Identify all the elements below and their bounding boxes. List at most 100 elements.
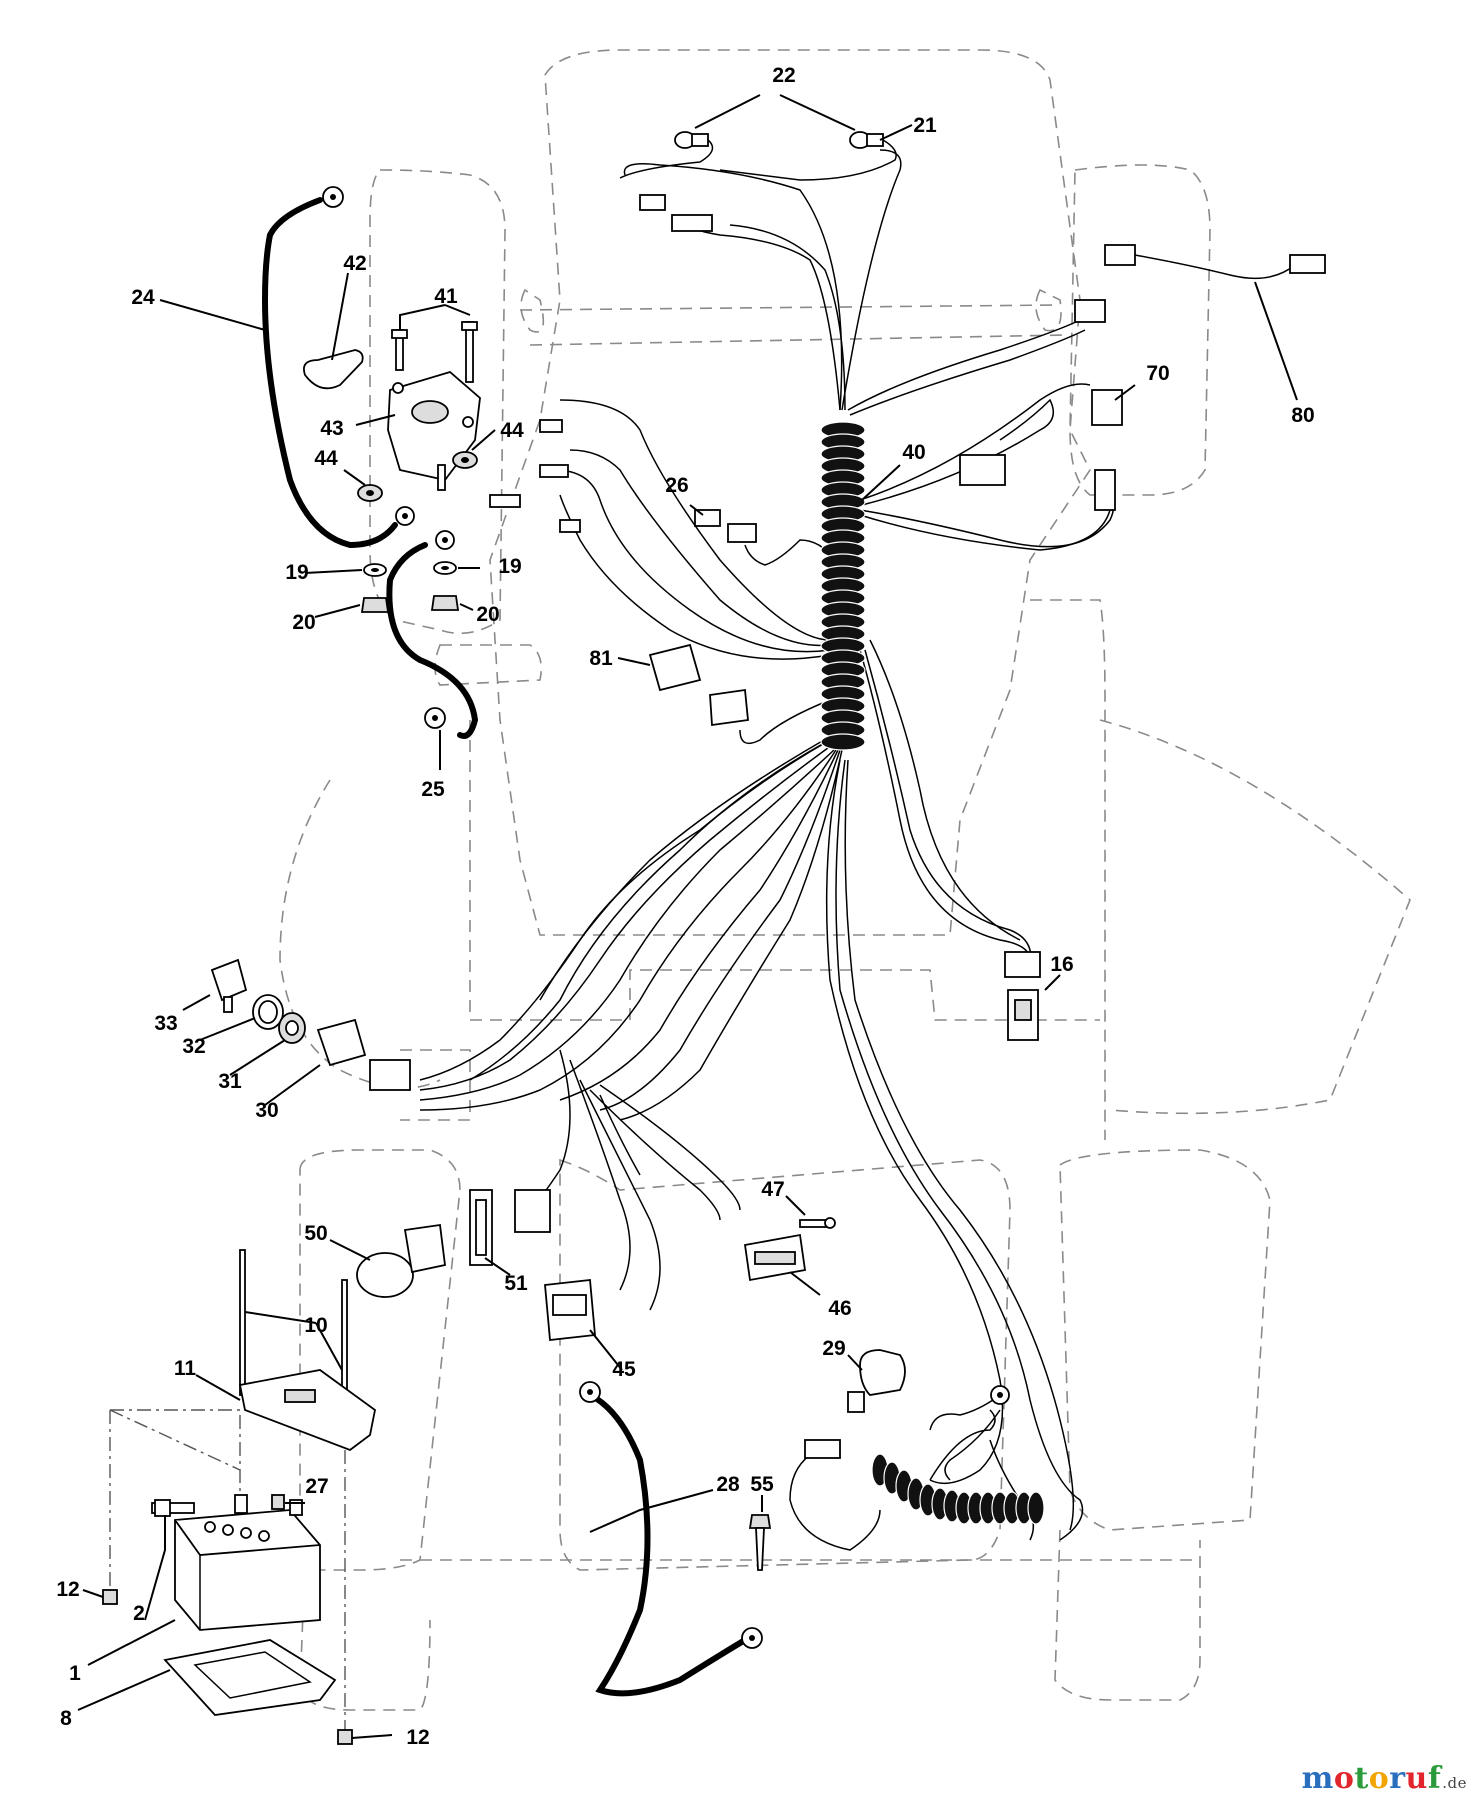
label-30: 30 — [255, 1099, 278, 1122]
watermark-letter: t — [1354, 1761, 1369, 1796]
washer-19b — [433, 561, 457, 575]
label-44b: 44 — [500, 419, 524, 442]
label-22: 22 — [772, 64, 795, 87]
watermark-letter: m — [1301, 1761, 1334, 1796]
screw-55 — [748, 1514, 772, 1571]
ring-terminal-solenoid-b — [435, 530, 455, 550]
label-20a: 20 — [292, 611, 315, 634]
label-29: 29 — [822, 1337, 845, 1360]
label-26: 26 — [665, 474, 688, 497]
coiled-cable — [871, 1453, 1045, 1525]
label-8: 8 — [60, 1707, 72, 1730]
nut-20a — [360, 597, 390, 613]
label-21: 21 — [913, 114, 937, 137]
label-33: 33 — [154, 1012, 177, 1035]
screws-41 — [391, 321, 478, 383]
alignment-lines — [109, 1409, 346, 1740]
watermark-letter: o — [1368, 1761, 1390, 1796]
label-31: 31 — [218, 1070, 242, 1093]
label-50: 50 — [304, 1222, 327, 1245]
bulb-22a — [674, 131, 709, 149]
watermark-letter: f — [1427, 1761, 1442, 1796]
battery-tray-8 — [163, 1639, 337, 1716]
plug-29 — [804, 1439, 841, 1459]
label-25: 25 — [421, 778, 445, 801]
watermark-letter: r — [1389, 1761, 1406, 1796]
site-watermark: motoruf.de — [1302, 1761, 1467, 1796]
leader-lines — [77, 94, 1298, 1739]
watermark-letter: u — [1405, 1761, 1428, 1796]
bezel-51 — [469, 1189, 493, 1266]
label-42: 42 — [343, 252, 366, 275]
clip-12a — [102, 1589, 118, 1605]
ring-terminal-29 — [990, 1385, 1010, 1405]
clip-12b — [337, 1729, 353, 1745]
nut-44b — [452, 451, 478, 469]
label-45: 45 — [612, 1358, 636, 1381]
label-41: 41 — [434, 285, 458, 308]
label-1: 1 — [69, 1662, 81, 1685]
label-44a: 44 — [314, 447, 338, 470]
callout-labels: 22 21 42 24 41 43 44 44 19 19 20 20 25 8… — [56, 64, 1314, 1749]
ignition-switch-30 — [316, 1018, 411, 1091]
nut-27 — [271, 1494, 285, 1510]
ring-terminal-28b — [741, 1627, 763, 1649]
ring-terminal-25 — [424, 707, 446, 729]
ring-terminal-solenoid-a — [395, 506, 415, 526]
ring-terminal-28a — [579, 1381, 601, 1403]
harness-loom — [820, 421, 866, 751]
nut-31 — [278, 1012, 306, 1044]
bezel-32 — [252, 994, 284, 1030]
bolt-2 — [151, 1494, 248, 1517]
wire-harness — [419, 149, 1115, 1551]
label-24: 24 — [131, 286, 155, 309]
connector-70 — [959, 389, 1123, 511]
hour-meter-46 — [743, 1233, 807, 1282]
label-19a: 19 — [285, 561, 308, 584]
label-32: 32 — [182, 1035, 205, 1058]
label-46: 46 — [828, 1297, 851, 1320]
label-43: 43 — [320, 417, 343, 440]
label-12a: 12 — [56, 1578, 79, 1601]
battery-1 — [174, 1499, 321, 1631]
solenoid-43 — [387, 370, 481, 491]
label-2: 2 — [133, 1602, 145, 1625]
label-27: 27 — [305, 1475, 328, 1498]
seat-switch-29 — [847, 1349, 906, 1413]
ring-terminal-24 — [322, 186, 344, 208]
label-70: 70 — [1146, 362, 1169, 385]
key-33 — [210, 958, 248, 1013]
battery-cables — [261, 197, 748, 1697]
label-16: 16 — [1050, 953, 1073, 976]
spade-terminals — [489, 419, 581, 533]
nut-20b — [430, 595, 460, 611]
ammeter-45 — [544, 1279, 596, 1341]
label-51: 51 — [504, 1272, 528, 1295]
label-55: 55 — [750, 1473, 774, 1496]
label-12b: 12 — [406, 1726, 429, 1749]
watermark-letter: o — [1333, 1761, 1355, 1796]
label-81: 81 — [589, 647, 613, 670]
hold-down-11 — [238, 1369, 376, 1452]
label-28: 28 — [716, 1473, 740, 1496]
bolt-47 — [799, 1217, 836, 1229]
switch-16 — [1004, 951, 1041, 1041]
label-19b: 19 — [498, 555, 521, 578]
bulb-socket-21 — [619, 139, 897, 232]
label-10: 10 — [304, 1314, 327, 1337]
terminal-boot-42 — [303, 349, 364, 390]
nut-44a — [357, 484, 383, 502]
switch-50 — [356, 1223, 446, 1298]
washer-19a — [363, 563, 387, 577]
connector-block — [514, 1189, 551, 1233]
connector-80 — [1074, 244, 1326, 323]
watermark-suffix: .de — [1442, 1774, 1467, 1792]
label-80: 80 — [1291, 404, 1314, 427]
label-20b: 20 — [476, 603, 499, 626]
label-47: 47 — [761, 1178, 784, 1201]
label-40: 40 — [902, 441, 925, 464]
bulb-22b — [849, 131, 884, 149]
relay-81 — [648, 643, 749, 727]
